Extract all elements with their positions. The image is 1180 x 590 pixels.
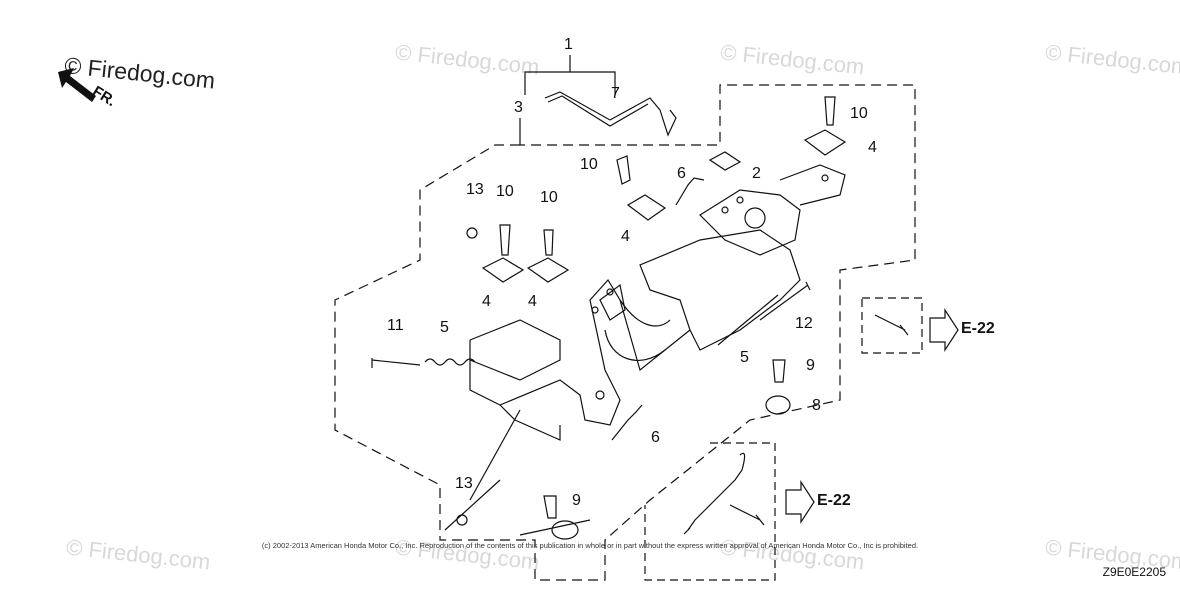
cable-clamp [626,194,667,221]
throttle-return-spring [683,452,746,535]
callout-4: 4 [868,139,877,156]
cable-clamp [481,257,525,283]
callout-5: 5 [440,319,449,336]
bolt [499,224,511,256]
assembly-boundary [334,84,916,581]
callout-5: 5 [740,349,749,366]
callout-8: 8 [812,397,821,414]
callout-13: 13 [466,181,484,198]
callout-10: 10 [540,189,558,206]
callout-10: 10 [496,183,514,200]
callout-7: 7 [611,85,620,102]
callout-3: 3 [514,99,523,116]
bolt [616,155,631,185]
callout-13: 13 [455,475,473,492]
callout-4: 4 [621,228,630,245]
callout-9: 9 [572,492,581,509]
callout-6: 6 [651,429,660,446]
spring [717,294,779,346]
callout-11: 11 [387,317,404,334]
copyright-notice: (c) 2002-2013 American Honda Motor Co., … [261,541,919,550]
bolt [772,359,786,383]
e22-box-right [861,297,923,354]
knob [551,520,579,540]
spring [611,404,643,441]
cable-clamp [526,257,570,283]
screw [371,358,421,368]
washer [466,227,478,239]
callout-4: 4 [528,293,537,310]
cable-clamp [803,129,847,156]
callout-2: 2 [752,165,761,182]
callout-9: 9 [806,357,815,374]
reference-arrow-icon [929,307,959,353]
bolt [824,96,836,126]
callout-10: 10 [850,105,868,122]
bolt [543,229,554,256]
diagram-code: Z9E0E2205 [1102,565,1166,579]
bolt [543,495,557,519]
front-direction-arrow-icon [58,68,96,102]
callout-4: 4 [482,293,491,310]
throttle-rod [544,91,677,137]
callout-10: 10 [580,156,598,173]
washer [456,514,468,526]
knob [765,395,791,415]
spring [675,177,705,206]
screw [759,281,811,321]
callout-1: 1 [564,36,573,53]
callout-6: 6 [677,165,686,182]
e22-box-lower [644,442,776,581]
reference-arrow-icon [785,479,815,525]
control-base-plate [469,229,801,426]
reference-e22-right[interactable]: E-22 [961,320,995,337]
reference-e22-lower[interactable]: E-22 [817,492,851,509]
callout-12: 12 [795,315,813,332]
governor-arm-plate [699,189,801,256]
spring [424,358,476,366]
